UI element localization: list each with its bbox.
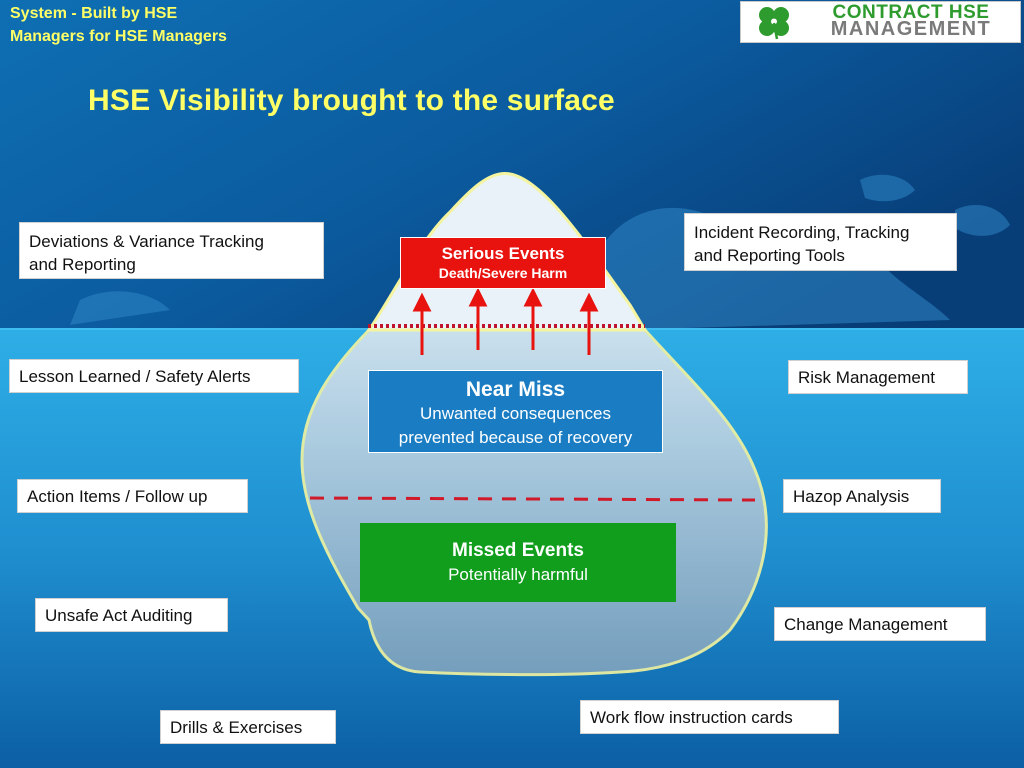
missed-events-title: Missed Events xyxy=(452,540,584,561)
feature-label: Work flow instruction cards xyxy=(590,708,793,727)
slide-title: HSE Visibility brought to the surface xyxy=(88,84,615,117)
feature-label: and Reporting Tools xyxy=(694,246,845,265)
feature-lesson-learned: Lesson Learned / Safety Alerts xyxy=(9,359,299,393)
feature-drills-exercises: Drills & Exercises xyxy=(160,710,336,744)
feature-action-items: Action Items / Follow up xyxy=(17,479,248,513)
header-line-2: Managers for HSE Managers xyxy=(10,28,227,45)
feature-label: Change Management xyxy=(784,615,948,634)
serious-events-box: Serious Events Death/Severe Harm xyxy=(400,237,606,289)
arrow-1-head xyxy=(412,292,432,312)
near-miss-line-2: prevented because of recovery xyxy=(398,428,633,447)
header-tagline: System - Built by HSE Managers for HSE M… xyxy=(10,2,300,48)
logo-line-2: MANAGEMENT xyxy=(830,18,992,40)
feature-label: Risk Management xyxy=(798,368,936,387)
feature-label: Incident Recording, Tracking xyxy=(694,223,910,242)
logo-line-1: CONTRACT HSE xyxy=(832,2,990,23)
logo-wordmark: CONTRACT HSE MANAGEMENT xyxy=(805,2,1017,40)
arrow-4-head xyxy=(579,292,599,312)
near-miss-line-1: Unwanted consequences xyxy=(420,404,611,423)
feature-deviations-tracking: Deviations & Variance Tracking and Repor… xyxy=(19,222,324,279)
feature-incident-recording: Incident Recording, Tracking and Reporti… xyxy=(684,213,957,271)
feature-label: Action Items / Follow up xyxy=(27,487,208,506)
logo: CONTRACT HSE MANAGEMENT xyxy=(740,1,1021,43)
feature-label: Deviations & Variance Tracking xyxy=(29,232,264,251)
arrow-3-head xyxy=(523,287,543,307)
feature-risk-management: Risk Management xyxy=(788,360,968,394)
feature-work-flow-cards: Work flow instruction cards xyxy=(580,700,839,734)
clover-icon xyxy=(759,7,789,40)
near-miss-title: Near Miss xyxy=(465,378,566,401)
arrows-up xyxy=(412,287,599,355)
serious-events-title: Serious Events xyxy=(441,244,565,263)
feature-label: Drills & Exercises xyxy=(170,718,303,737)
feature-label: Lesson Learned / Safety Alerts xyxy=(19,367,251,386)
header-line-1: System - Built by HSE xyxy=(10,5,178,22)
near-miss-box: Near Miss Unwanted consequences prevente… xyxy=(368,370,663,453)
serious-events-subtitle: Death/Severe Harm xyxy=(438,265,568,281)
arrow-2-head xyxy=(468,287,488,307)
missed-events-subtitle: Potentially harmful xyxy=(448,565,588,584)
feature-change-management: Change Management xyxy=(774,607,986,641)
feature-hazop-analysis: Hazop Analysis xyxy=(783,479,941,513)
feature-label: Unsafe Act Auditing xyxy=(45,606,193,625)
feature-label: and Reporting xyxy=(29,255,136,274)
feature-unsafe-act-auditing: Unsafe Act Auditing xyxy=(35,598,228,632)
mid-dashed-line xyxy=(309,496,756,502)
feature-label: Hazop Analysis xyxy=(793,487,910,506)
missed-events-box: Missed Events Potentially harmful xyxy=(360,523,676,602)
